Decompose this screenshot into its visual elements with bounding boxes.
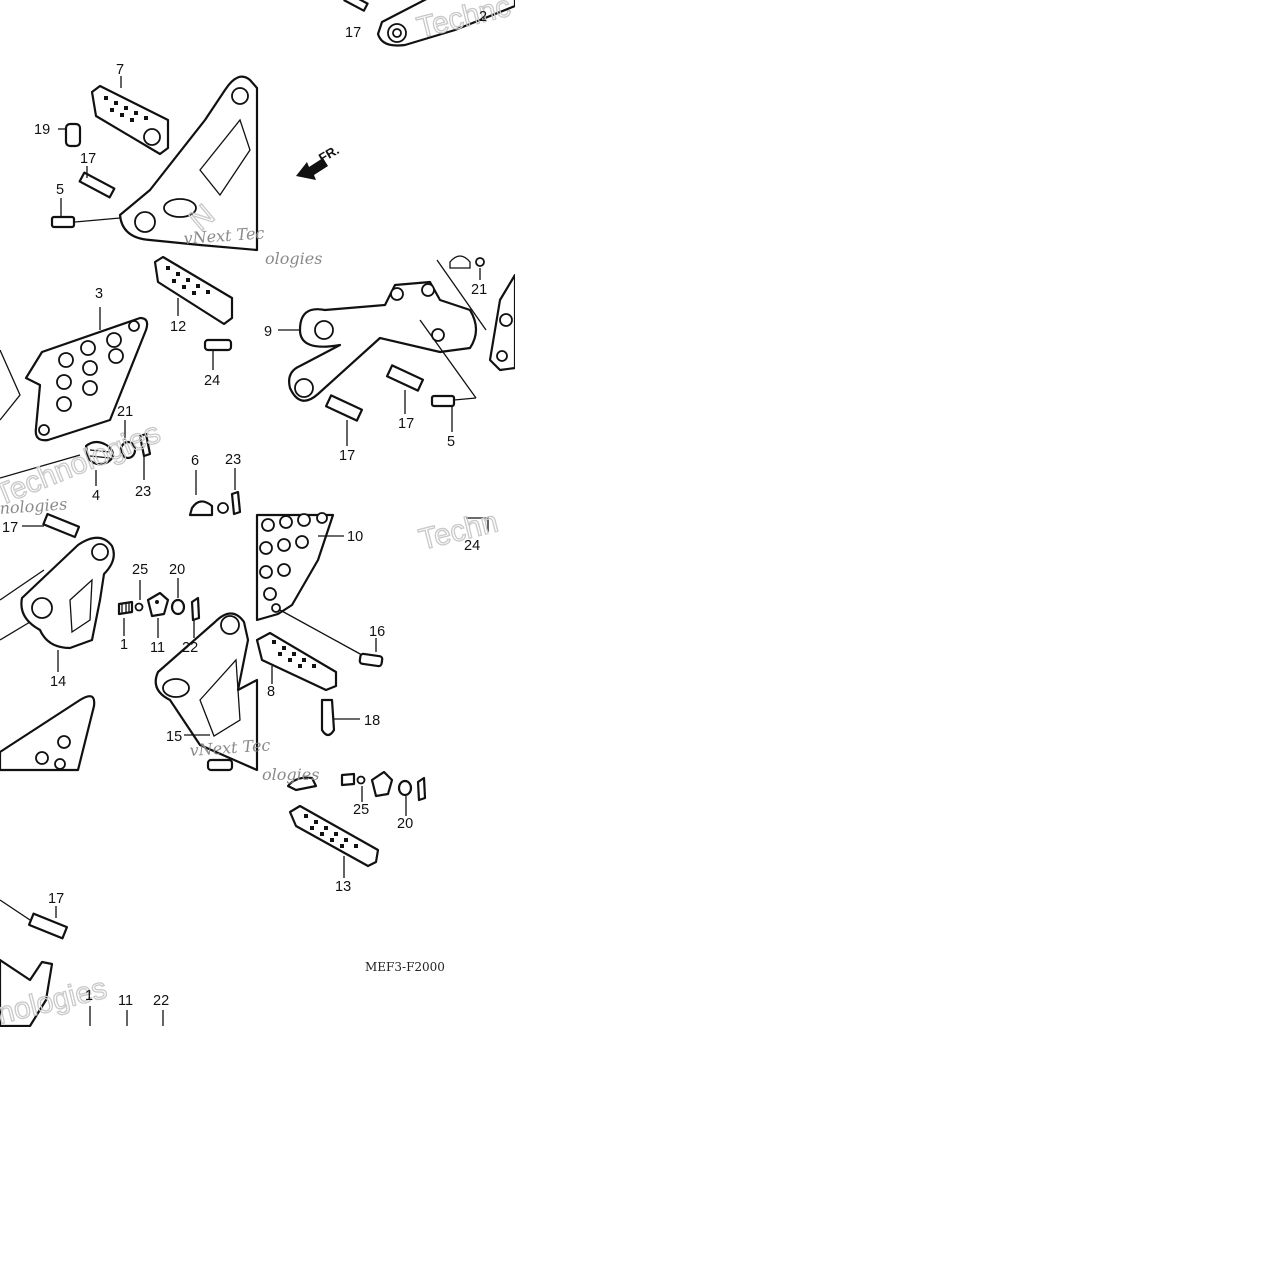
callout-25: 25 <box>353 802 369 818</box>
callout-2: 2 <box>479 9 487 25</box>
callout-22: 22 <box>182 640 198 656</box>
cotter-23-left <box>138 432 152 458</box>
bolt-17-center-b <box>324 394 364 422</box>
bolt-5-upper <box>50 215 76 229</box>
callout-17: 17 <box>339 448 355 464</box>
step-holder-14 <box>20 536 115 650</box>
cotter-22-lower <box>190 596 201 622</box>
callout-17: 17 <box>48 891 64 907</box>
callout-23: 23 <box>225 452 241 468</box>
callout-1: 1 <box>85 988 93 1004</box>
pin-24-left <box>203 338 233 352</box>
callout-4: 4 <box>92 488 100 504</box>
callout-19: 19 <box>34 122 50 138</box>
nut-19 <box>64 122 82 148</box>
callout-15: 15 <box>166 729 182 745</box>
footpeg-12 <box>153 255 234 326</box>
washer-21-left <box>119 440 137 460</box>
watermark-ologies-lower: ologies <box>262 765 319 784</box>
callout-20: 20 <box>169 562 185 578</box>
callout-1: 1 <box>120 637 128 653</box>
callout-6: 6 <box>191 453 199 469</box>
bolt-16 <box>358 652 384 668</box>
plate-11-center <box>370 770 394 798</box>
cotter-23-right <box>230 490 242 516</box>
tile-lower-center: ologies <box>262 765 427 878</box>
callout-3: 3 <box>95 286 103 302</box>
front-arrow-icon <box>296 158 328 180</box>
bolt-17-top <box>343 0 369 12</box>
step-holder-bottom <box>0 958 54 1028</box>
callout-12: 12 <box>170 319 186 335</box>
callout-11: 11 <box>150 640 165 656</box>
step-holder-9 <box>288 280 478 402</box>
tile-left-upper: vNext Tec N <box>50 75 265 252</box>
callout-17: 17 <box>2 520 18 536</box>
callout-10: 10 <box>347 529 363 545</box>
callout-5: 5 <box>447 434 455 450</box>
washer-20-center <box>397 779 413 797</box>
callout-labels: 17 2 7 19 17 5 3 12 24 21 4 23 6 23 21 9… <box>2 9 487 1009</box>
nut-18 <box>320 698 336 737</box>
watermark-vnext-lower: vNext Tec <box>189 735 271 760</box>
footpeg-8 <box>255 631 338 692</box>
callout-5: 5 <box>56 182 64 198</box>
bolt-17-lower <box>42 512 81 539</box>
blank-area-bottom <box>0 1027 515 1285</box>
spring-4 <box>84 440 115 466</box>
pin-24-lower <box>206 758 234 772</box>
callout-21: 21 <box>471 282 487 298</box>
callout-8: 8 <box>267 684 275 700</box>
watermark-ologies-center: ologies <box>265 249 322 268</box>
callout-17: 17 <box>345 25 361 41</box>
callout-11: 11 <box>118 993 133 1009</box>
blank-area-right <box>515 0 1285 1285</box>
ball-25-center <box>356 775 366 785</box>
watermark-techn-right: Techn <box>416 505 502 556</box>
callout-24: 24 <box>204 373 220 389</box>
tile-top-right: Technc <box>343 0 517 47</box>
tile-center: ologies <box>265 249 517 446</box>
ball-25-lower <box>134 602 144 612</box>
callout-18: 18 <box>364 713 380 729</box>
direction-marker: FR. <box>296 142 342 180</box>
callout-14: 14 <box>50 674 66 690</box>
callout-7: 7 <box>116 62 124 78</box>
washer-20-lower <box>170 598 186 616</box>
callout-21: 21 <box>117 404 133 420</box>
step-plate-lower-edge <box>0 695 96 772</box>
watermark-technologies-lower: nologies <box>0 494 68 518</box>
callout-16: 16 <box>369 624 385 640</box>
bolt-17-center-a <box>385 364 425 392</box>
callout-25: 25 <box>132 562 148 578</box>
footpeg-fragment-upper <box>286 776 318 792</box>
spring-6 <box>188 500 214 517</box>
callout-13: 13 <box>335 879 351 895</box>
bolt-5-center <box>430 394 456 408</box>
callout-24: 24 <box>464 538 480 554</box>
callout-22: 22 <box>153 993 169 1009</box>
bolt-17-bottom <box>27 912 69 940</box>
step-holder-15 <box>154 612 259 772</box>
callout-9: 9 <box>264 324 272 340</box>
diagram-code: MEF3-F2000 <box>365 960 445 974</box>
step-plate-3 <box>24 316 149 442</box>
callout-17: 17 <box>80 151 96 167</box>
plate-11-lower <box>146 591 170 618</box>
watermark-vnext-upper: vNext Tec <box>183 223 265 248</box>
callout-17: 17 <box>398 416 414 432</box>
tile-left-lower: nologies vNext Tec <box>0 494 271 772</box>
spring-1-center <box>340 772 356 787</box>
callout-20: 20 <box>397 816 413 832</box>
tile-bottom-left: nologies <box>0 899 164 1031</box>
callout-23: 23 <box>135 484 151 500</box>
step-holder-left <box>118 75 259 252</box>
bolt-17-upper <box>78 171 116 199</box>
cotter-22-center <box>416 776 427 802</box>
